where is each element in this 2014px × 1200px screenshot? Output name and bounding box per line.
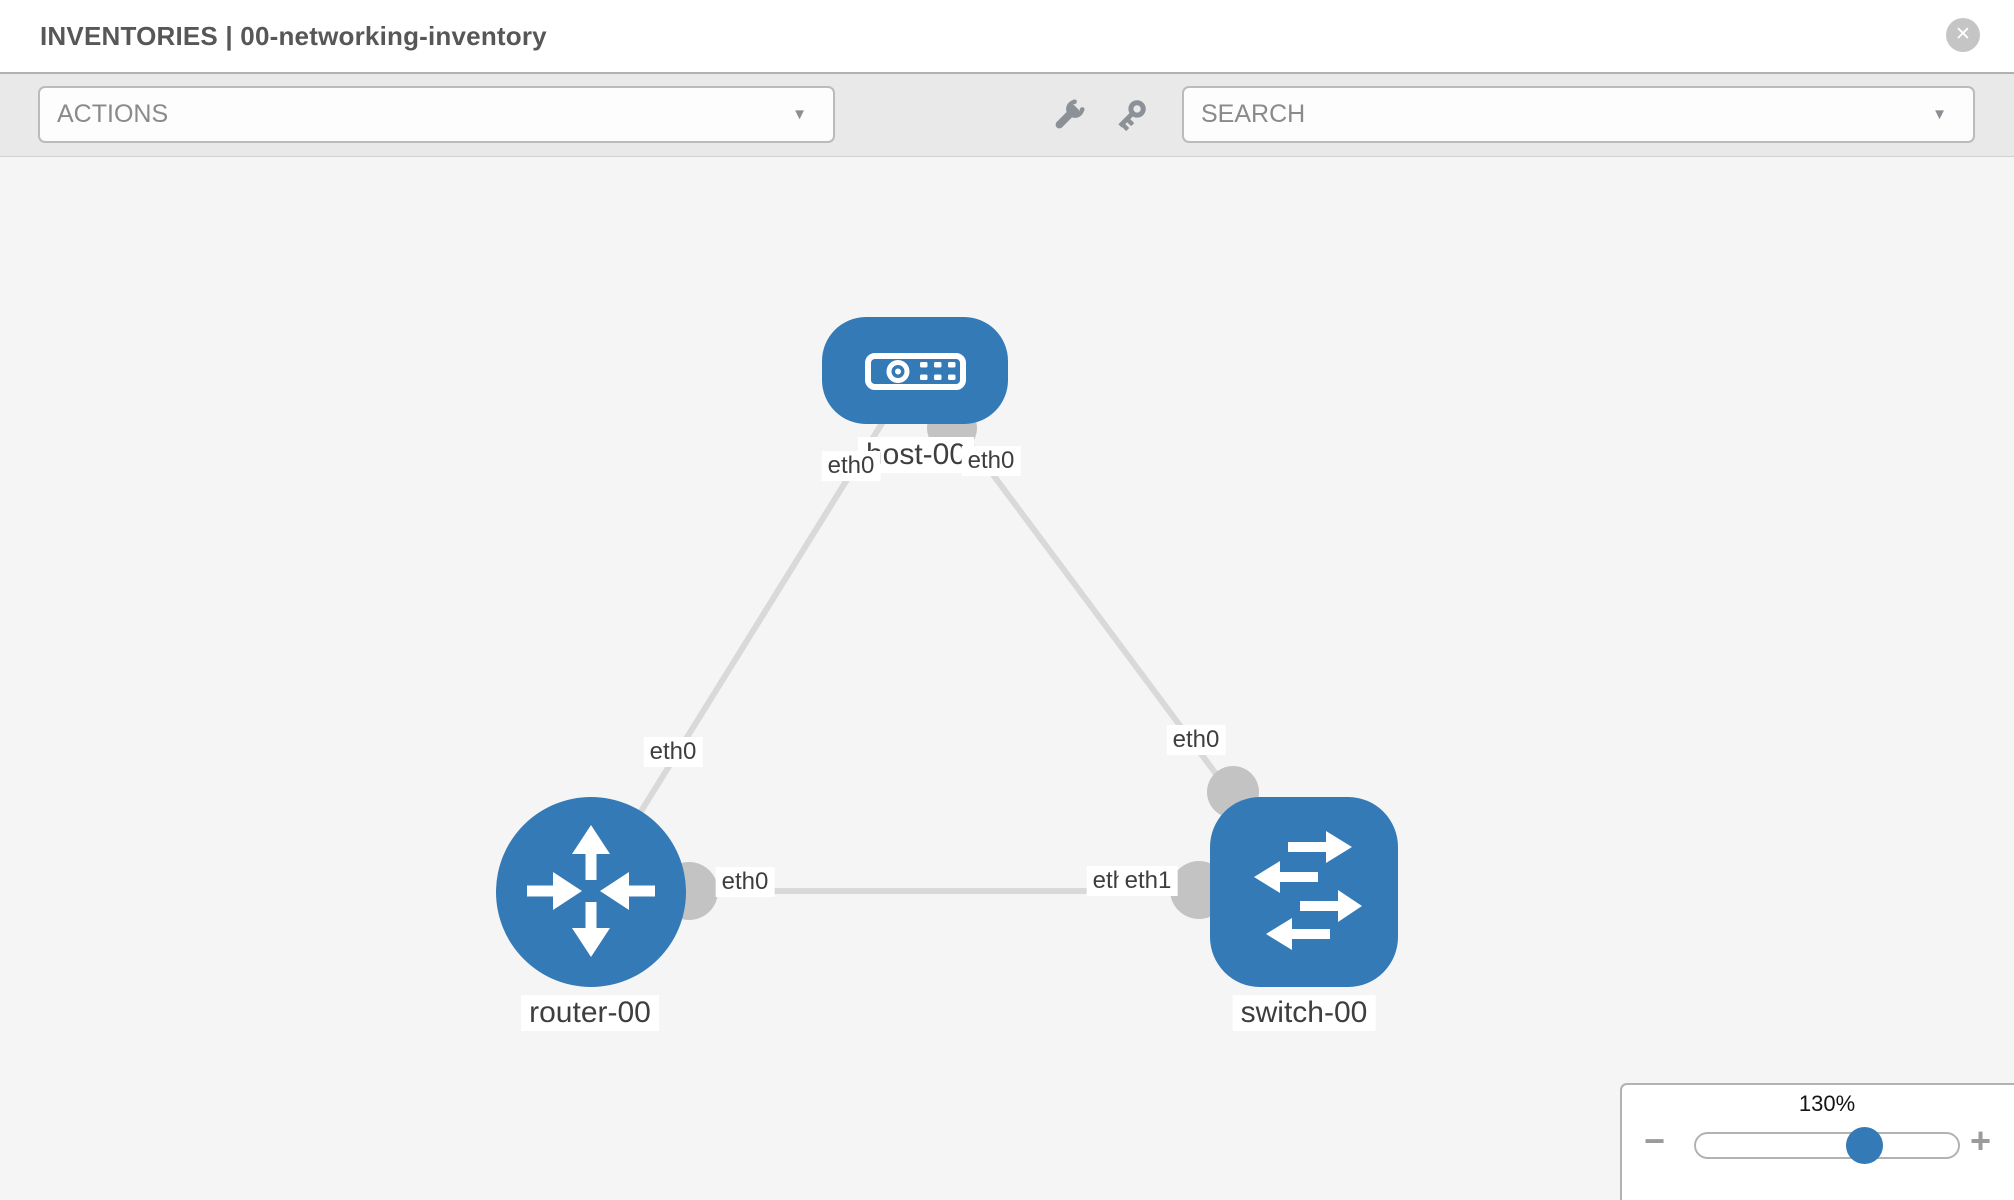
zoom-slider-thumb[interactable] — [1846, 1127, 1883, 1164]
page-title: INVENTORIES | 00-networking-inventory — [40, 21, 547, 51]
toolbar: ACTIONS ▼ SEARCH ▼ — [0, 72, 2014, 157]
chevron-down-icon: ▼ — [792, 106, 807, 123]
zoom-out-button[interactable]: − — [1644, 1120, 1666, 1161]
switch-icon — [1254, 831, 1362, 950]
network-canvas[interactable]: host-00 router-00 switch-00 eth0 eth0 et… — [0, 157, 2014, 1200]
zoom-in-button[interactable]: + — [1970, 1120, 1992, 1161]
header: INVENTORIES | 00-networking-inventory ✕ — [0, 0, 2014, 72]
actions-dropdown[interactable]: ACTIONS ▼ — [38, 86, 835, 143]
zoom-level-value: 130% — [1798, 1091, 1856, 1116]
node-router-00[interactable] — [496, 797, 686, 987]
key-icon[interactable] — [1110, 96, 1150, 136]
zoom-slider[interactable] — [1694, 1132, 1960, 1159]
host-icon — [865, 353, 966, 390]
if-label-host-to-switch: eth0 — [961, 446, 1021, 476]
if-label-router-to-switch: eth0 — [715, 867, 775, 897]
chevron-down-icon: ▼ — [1932, 106, 1947, 123]
if-label-switch-to-router: eth1 — [1118, 866, 1178, 896]
search-dropdown-label: SEARCH — [1201, 100, 1306, 128]
if-label-router-to-host: eth0 — [643, 737, 703, 767]
node-label-switch: switch-00 — [1232, 995, 1376, 1031]
router-icon — [527, 825, 655, 957]
if-label-switch-to-host: eth0 — [1166, 725, 1226, 755]
actions-dropdown-label: ACTIONS — [57, 100, 169, 128]
zoom-panel: 130% − + — [1620, 1083, 2014, 1200]
wrench-icon[interactable] — [1048, 96, 1088, 136]
close-icon[interactable]: ✕ — [1946, 18, 1980, 52]
node-label-router: router-00 — [521, 995, 659, 1031]
if-label-host-to-router: eth0 — [821, 451, 881, 481]
search-dropdown[interactable]: SEARCH ▼ — [1182, 86, 1975, 143]
node-host-00[interactable] — [822, 317, 1008, 424]
node-switch-00[interactable] — [1210, 797, 1398, 987]
